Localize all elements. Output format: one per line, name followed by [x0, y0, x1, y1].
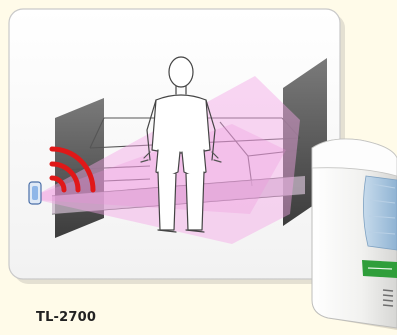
motion-sensor-device [312, 139, 397, 330]
wall-sensor-icon [29, 182, 41, 204]
model-number-label: TL-2700 [36, 310, 96, 325]
